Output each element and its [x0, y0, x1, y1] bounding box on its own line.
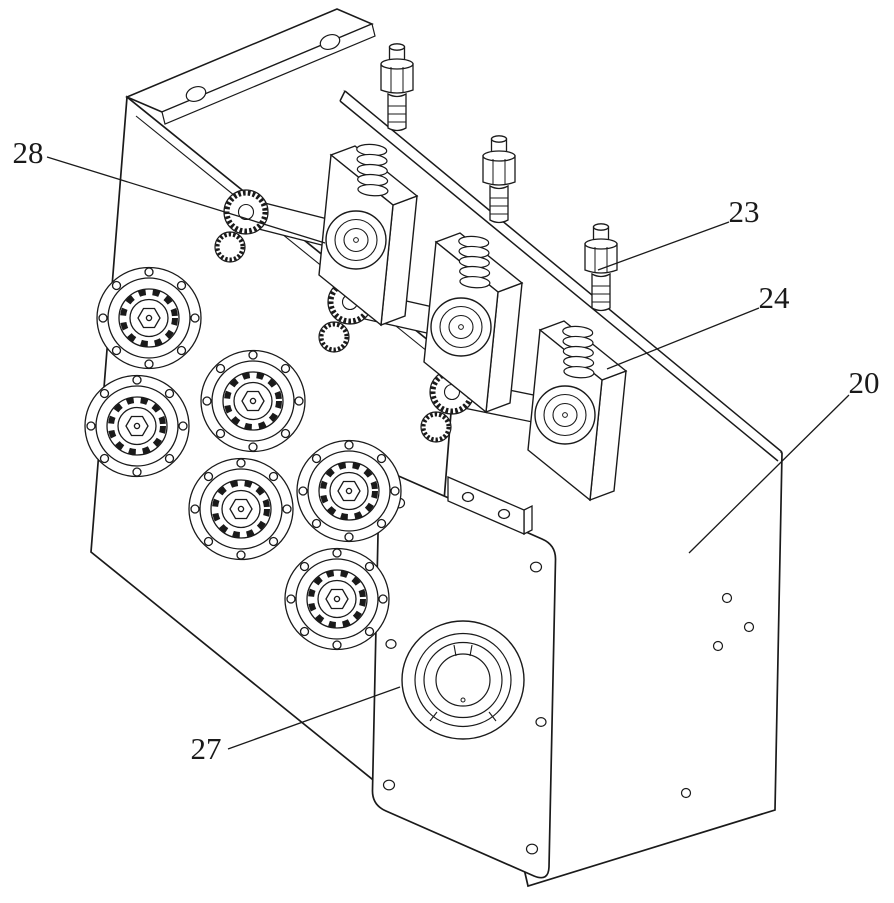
leader-line-27 — [227, 686, 401, 750]
pinion-1 — [213, 230, 247, 264]
roller-disc-1 — [97, 268, 201, 369]
clamp-block — [447, 476, 533, 536]
roller-disc-2 — [85, 376, 189, 477]
spring-2 — [454, 234, 494, 290]
part-label-23: 23 — [729, 194, 760, 229]
leader-line-28 — [46, 156, 326, 244]
spring-1 — [352, 142, 392, 198]
bracket-hole — [319, 33, 341, 51]
spring-3 — [558, 324, 598, 380]
pinion-3 — [419, 410, 453, 444]
bracket-hole — [185, 85, 207, 103]
leader-line-20 — [688, 394, 850, 554]
roller-disc-3 — [201, 351, 305, 452]
clamp-block-hole — [461, 491, 475, 503]
part-label-20: 20 — [849, 365, 880, 400]
roller-disc-4 — [189, 459, 293, 560]
part-label-24: 24 — [759, 280, 791, 315]
mounting-bracket — [125, 8, 376, 125]
panel-holes — [680, 592, 755, 799]
bearing-opening — [401, 620, 525, 740]
part-label-27: 27 — [191, 731, 222, 766]
leader-line-23 — [597, 221, 730, 271]
front-cover-plate — [371, 473, 557, 879]
part-label-28: 28 — [13, 135, 44, 170]
roller-disc-5 — [297, 441, 401, 542]
leader-lines — [46, 156, 850, 750]
leader-line-24 — [606, 307, 760, 370]
pinion-2 — [317, 320, 351, 354]
roller-disc-6 — [285, 549, 389, 650]
clamp-block-hole — [497, 508, 511, 520]
gear-1 — [224, 190, 268, 234]
